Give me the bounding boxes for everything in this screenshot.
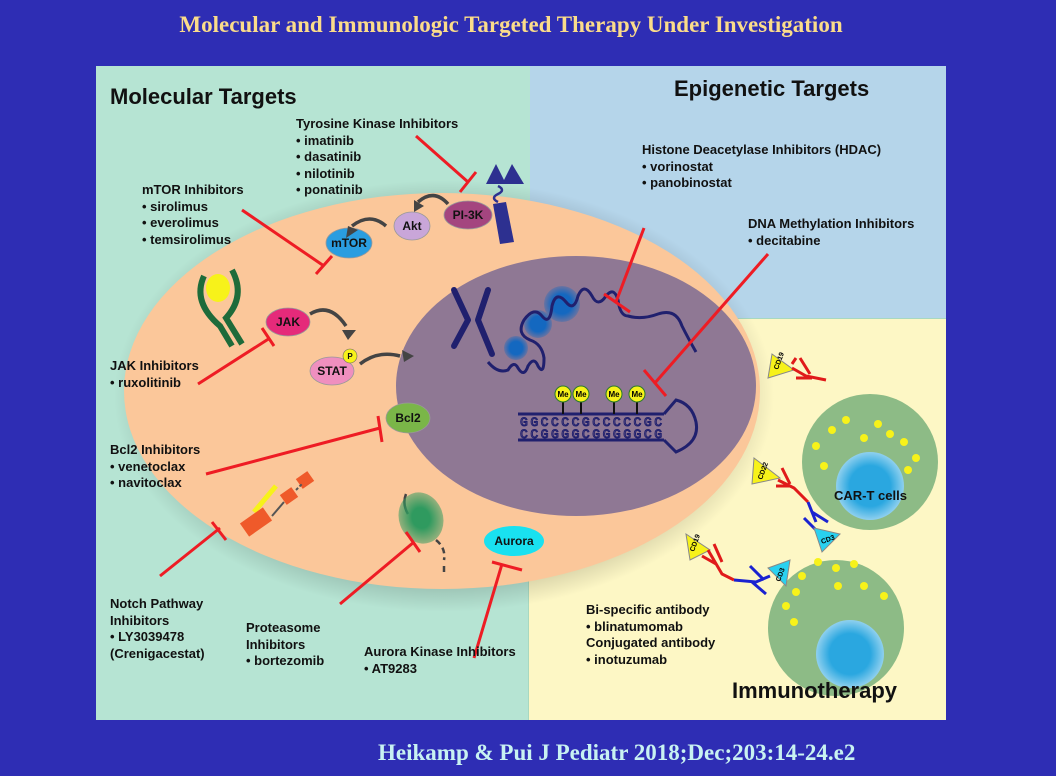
svg-text:mTOR: mTOR bbox=[331, 236, 367, 250]
inhibitor-lines bbox=[159, 134, 770, 659]
proteasome-inhibitors-label: Proteasome Inhibitors • bortezomib bbox=[246, 620, 324, 670]
drug-item: • vorinostat bbox=[642, 158, 714, 174]
drug-item: • everolimus bbox=[142, 215, 219, 230]
bispecific-title: Bi-specific antibody bbox=[586, 602, 710, 617]
hdac-inhibitors-label: Histone Deacetylase Inhibitors (HDAC) • … bbox=[642, 142, 881, 192]
svg-text:Aurora: Aurora bbox=[494, 534, 534, 548]
svg-text:Me: Me bbox=[557, 390, 569, 399]
drug-item: • ponatinib bbox=[296, 182, 363, 197]
drug-item: • imatinib bbox=[296, 132, 354, 148]
section-molecular-targets: Molecular Targets bbox=[110, 84, 297, 109]
methyl-group: Me bbox=[605, 385, 623, 403]
drug-item: • inotuzumab bbox=[586, 651, 668, 667]
conjugated-title: Conjugated antibody bbox=[586, 635, 716, 650]
drug-item: • nilotinib bbox=[296, 165, 355, 181]
stat-node: STAT P bbox=[309, 348, 358, 386]
tki-title: Tyrosine Kinase Inhibitors bbox=[296, 116, 459, 131]
aurora-node: Aurora bbox=[484, 526, 544, 556]
drug-item: • LY3039478 bbox=[110, 629, 185, 644]
cd22-antigen: CD22 bbox=[751, 457, 829, 534]
jak-node: JAK bbox=[265, 307, 311, 337]
drug-item: • venetoclax bbox=[110, 458, 186, 474]
aurora-inhibitors-label: Aurora Kinase Inhibitors • AT9283 bbox=[364, 644, 516, 677]
notch-title: Notch Pathway bbox=[110, 596, 204, 611]
nucleus bbox=[396, 256, 756, 516]
notch-inhibitors-label: Notch Pathway Inhibitors • LY3039478 (Cr… bbox=[110, 596, 205, 662]
antibody-therapy-label: Bi-specific antibody • blinatumomab Conj… bbox=[586, 602, 715, 668]
drug-item: • blinatumomab bbox=[586, 618, 683, 634]
drug-item: • decitabine bbox=[748, 232, 821, 248]
dnmt-title: DNA Methylation Inhibitors bbox=[748, 216, 915, 231]
drug-item: (Crenigacestat) bbox=[110, 645, 205, 661]
cd3-antigen-a: CD3 bbox=[813, 527, 841, 553]
receptor-tyrosine-kinase-icon bbox=[486, 164, 524, 244]
drug-item: • panobinostat bbox=[642, 175, 732, 190]
svg-text:Akt: Akt bbox=[402, 219, 421, 233]
methyl-group: Me bbox=[572, 385, 590, 403]
chromosome-icon bbox=[451, 287, 495, 357]
cd19-antigen-top: CD19 bbox=[767, 351, 827, 382]
slide-title: Molecular and Immunologic Targeted Thera… bbox=[179, 12, 843, 37]
drug-item: • dasatinib bbox=[296, 149, 362, 164]
drug-item: • bortezomib bbox=[246, 653, 325, 668]
methyl-group: Me bbox=[628, 385, 646, 403]
svg-text:Me: Me bbox=[575, 390, 587, 399]
pi3k-node: PI-3K bbox=[443, 200, 493, 230]
cytokine-receptor-icon bbox=[197, 268, 245, 348]
proteasome-icon bbox=[398, 492, 446, 576]
mtor-node: mTOR bbox=[325, 227, 373, 259]
svg-text:Me: Me bbox=[608, 390, 620, 399]
mtor-title: mTOR Inhibitors bbox=[142, 182, 244, 197]
svg-text:P: P bbox=[347, 352, 353, 361]
cd3-antigen-b: CD3 bbox=[767, 559, 791, 588]
svg-text:PI-3K: PI-3K bbox=[453, 208, 484, 222]
notch-title-2: Inhibitors bbox=[110, 612, 170, 628]
hdac-title: Histone Deacetylase Inhibitors (HDAC) bbox=[642, 142, 882, 157]
dna-methylation-inhibitors-label: DNA Methylation Inhibitors • decitabine bbox=[748, 216, 914, 249]
proteasome-title-2: Inhibitors bbox=[246, 636, 306, 652]
svg-text:CD3: CD3 bbox=[775, 567, 786, 583]
methyl-group: Me bbox=[554, 385, 572, 403]
drug-item: • temsirolimus bbox=[142, 231, 232, 247]
proteasome-title: Proteasome bbox=[246, 620, 321, 635]
svg-text:CD3: CD3 bbox=[820, 534, 836, 545]
car-t-label: CAR-T cells bbox=[834, 488, 907, 503]
jak-title: JAK Inhibitors bbox=[110, 358, 199, 373]
bcl2-inhibitors-label: Bcl2 Inhibitors • venetoclax • navitocla… bbox=[110, 442, 200, 492]
cd19-antigen-bottom: CD19 bbox=[685, 532, 771, 596]
section-immunotherapy: Immunotherapy bbox=[732, 678, 898, 703]
notch-receptor-icon bbox=[239, 471, 315, 537]
car-t-cell-top bbox=[802, 394, 938, 530]
akt-node: Akt bbox=[393, 211, 431, 241]
cell-diagram: mTOR Akt PI-3K JAK STAT P Bcl2 Aurora bbox=[114, 134, 938, 696]
pathway-arrows bbox=[309, 193, 450, 366]
aurora-title: Aurora Kinase Inhibitors bbox=[364, 644, 516, 659]
jak-inhibitors-label: JAK Inhibitors • ruxolitinib bbox=[110, 358, 199, 391]
drug-item: • navitoclax bbox=[110, 475, 182, 490]
drug-item: • AT9283 bbox=[364, 660, 417, 676]
car-t-cell-bottom bbox=[768, 558, 904, 696]
drug-item: • sirolimus bbox=[142, 198, 208, 214]
diagram-panel: mTOR Akt PI-3K JAK STAT P Bcl2 Aurora bbox=[96, 66, 946, 720]
svg-text:STAT: STAT bbox=[317, 364, 347, 378]
drug-item: • ruxolitinib bbox=[110, 374, 181, 390]
chromatin-fiber bbox=[486, 286, 698, 374]
mtor-inhibitors-label: mTOR Inhibitors • sirolimus • everolimus… bbox=[142, 182, 244, 248]
arrow-heads bbox=[342, 200, 424, 362]
bcl2-node: Bcl2 bbox=[385, 402, 431, 434]
bcl2-title: Bcl2 Inhibitors bbox=[110, 442, 201, 457]
svg-text:Me: Me bbox=[631, 390, 643, 399]
tki-inhibitors-label: Tyrosine Kinase Inhibitors • imatinib • … bbox=[296, 116, 458, 199]
methyl-groups: Me Me Me Me bbox=[554, 385, 646, 414]
section-epigenetic-targets: Epigenetic Targets bbox=[674, 76, 870, 101]
citation: Heikamp & Pui J Pediatr 2018;Dec;203:14-… bbox=[378, 740, 856, 765]
svg-text:Bcl2: Bcl2 bbox=[395, 411, 421, 425]
svg-text:JAK: JAK bbox=[276, 315, 300, 329]
